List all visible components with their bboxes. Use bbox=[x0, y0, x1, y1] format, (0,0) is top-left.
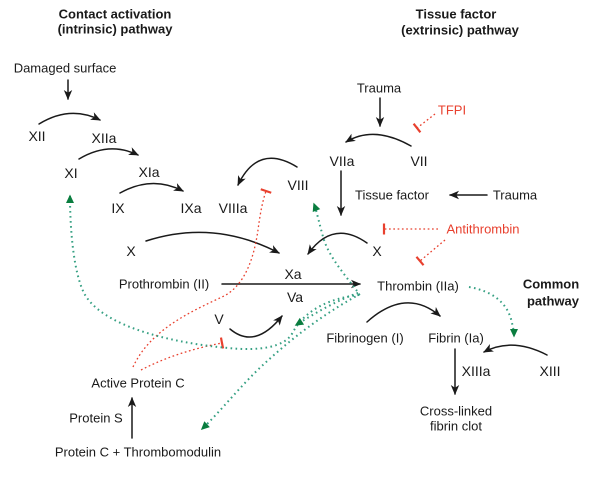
node-crosslinked-line2: fibrin clot bbox=[429, 418, 483, 434]
node-v: V bbox=[214, 311, 224, 327]
feedback-thrombin-proteinc bbox=[200, 293, 361, 431]
node-viia: VIIa bbox=[329, 153, 355, 169]
node-protein-s: Protein S bbox=[69, 410, 123, 426]
node-xiia: XIIa bbox=[91, 130, 117, 146]
header-extrinsic-line2: (extrinsic) pathway bbox=[401, 22, 519, 38]
arc-xi-xia bbox=[78, 147, 139, 160]
node-ixa: IXa bbox=[180, 200, 202, 216]
node-xia: XIa bbox=[138, 164, 160, 180]
node-x-right: X bbox=[372, 243, 382, 259]
node-xii: XII bbox=[28, 128, 46, 144]
node-trauma-right: Trauma bbox=[492, 187, 538, 203]
header-common-line2: pathway bbox=[526, 293, 580, 309]
header-intrinsic-line1: Contact activation bbox=[58, 6, 172, 22]
header-intrinsic-line2: (intrinsic) pathway bbox=[57, 21, 173, 37]
inhibit-tfpi-vii bbox=[412, 113, 436, 134]
node-fibrin: Fibrin (Ia) bbox=[428, 330, 484, 346]
node-protein-c-thrombomodulin: Protein C + Thrombomodulin bbox=[54, 444, 222, 460]
inhibit-apc-viiia bbox=[132, 188, 272, 368]
node-va: Va bbox=[286, 289, 304, 305]
feedback-thrombin-viii bbox=[312, 202, 358, 292]
arc-xii-xiia bbox=[38, 112, 101, 125]
node-tissue-factor: Tissue factor bbox=[355, 187, 429, 203]
node-thrombin: Thrombin (IIa) bbox=[377, 278, 459, 294]
node-trauma-top: Trauma bbox=[356, 80, 402, 96]
node-x-left: X bbox=[126, 243, 136, 259]
feedback-thrombin-v bbox=[294, 292, 359, 326]
node-xi: XI bbox=[64, 165, 78, 181]
arc-v-va bbox=[229, 315, 283, 338]
node-xiii: XIII bbox=[539, 363, 561, 379]
node-ix: IX bbox=[111, 200, 125, 216]
node-viiia: VIIIa bbox=[218, 200, 248, 216]
arc-vii-viia bbox=[345, 133, 412, 147]
node-xa: Xa bbox=[284, 266, 302, 282]
node-crosslinked-line1: Cross-linked bbox=[419, 403, 493, 419]
arc-viii-viiia bbox=[237, 157, 298, 186]
node-xiiia: XIIIa bbox=[461, 363, 491, 379]
arc-x-xa-intrinsic bbox=[145, 231, 280, 254]
arc-ix-ixa bbox=[119, 182, 184, 194]
node-fibrinogen: Fibrinogen (I) bbox=[326, 330, 404, 346]
node-prothrombin: Prothrombin (II) bbox=[118, 276, 210, 292]
arc-xiii-xiiia bbox=[483, 344, 548, 356]
node-damaged-surface: Damaged surface bbox=[13, 60, 117, 76]
node-active-protein-c: Active Protein C bbox=[91, 375, 185, 391]
header-extrinsic-line1: Tissue factor bbox=[415, 6, 497, 22]
node-tfpi: TFPI bbox=[437, 102, 467, 118]
feedback-thrombin-xiii bbox=[468, 286, 518, 338]
node-viii: VIII bbox=[287, 177, 309, 193]
arc-fibrinogen-fibrin bbox=[366, 302, 441, 323]
inhibit-apc-va bbox=[140, 337, 225, 371]
node-vii: VII bbox=[410, 153, 428, 169]
header-common-line1: Common bbox=[522, 276, 580, 292]
node-antithrombin: Antithrombin bbox=[446, 221, 520, 237]
arc-x-xa-extrinsic bbox=[307, 232, 368, 255]
inhibit-antithrombin-thrombin bbox=[415, 239, 446, 266]
